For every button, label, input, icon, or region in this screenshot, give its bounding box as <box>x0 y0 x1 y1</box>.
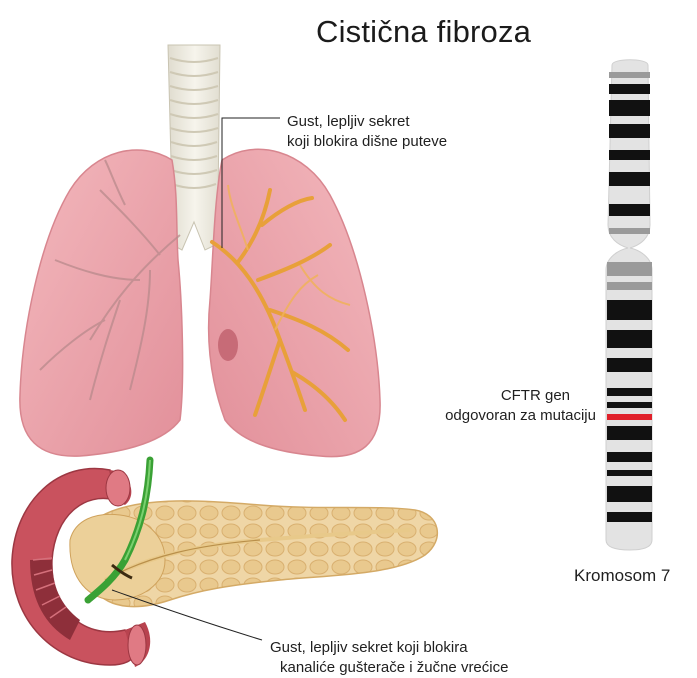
pancreas-mucus-label: Gust, lepljiv sekret koji blokira kanali… <box>270 638 508 678</box>
cftr-gene-label-line1: CFTR gen <box>416 386 596 406</box>
lungs-mucus-label: Gust, lepljiv sekret koji blokira dišne … <box>287 112 447 152</box>
lungs-mucus-label-line2: koji blokira dišne puteve <box>287 132 447 152</box>
cftr-gene-label: CFTR gen odgovoran za mutaciju <box>416 386 596 426</box>
chromosome-7-illustration <box>606 60 652 550</box>
chromosome-label: Kromosom 7 <box>574 566 670 586</box>
pancreas-mucus-label-line2: kanaliće gušterače i žučne vrećice <box>270 658 508 678</box>
pancreas-illustration <box>12 460 437 667</box>
lungs-illustration <box>20 45 380 457</box>
pancreas-mucus-label-line1: Gust, lepljiv sekret koji blokira <box>270 638 508 658</box>
cftr-gene-label-line2: odgovoran za mutaciju <box>416 406 596 426</box>
lungs-mucus-label-line1: Gust, lepljiv sekret <box>287 112 447 132</box>
